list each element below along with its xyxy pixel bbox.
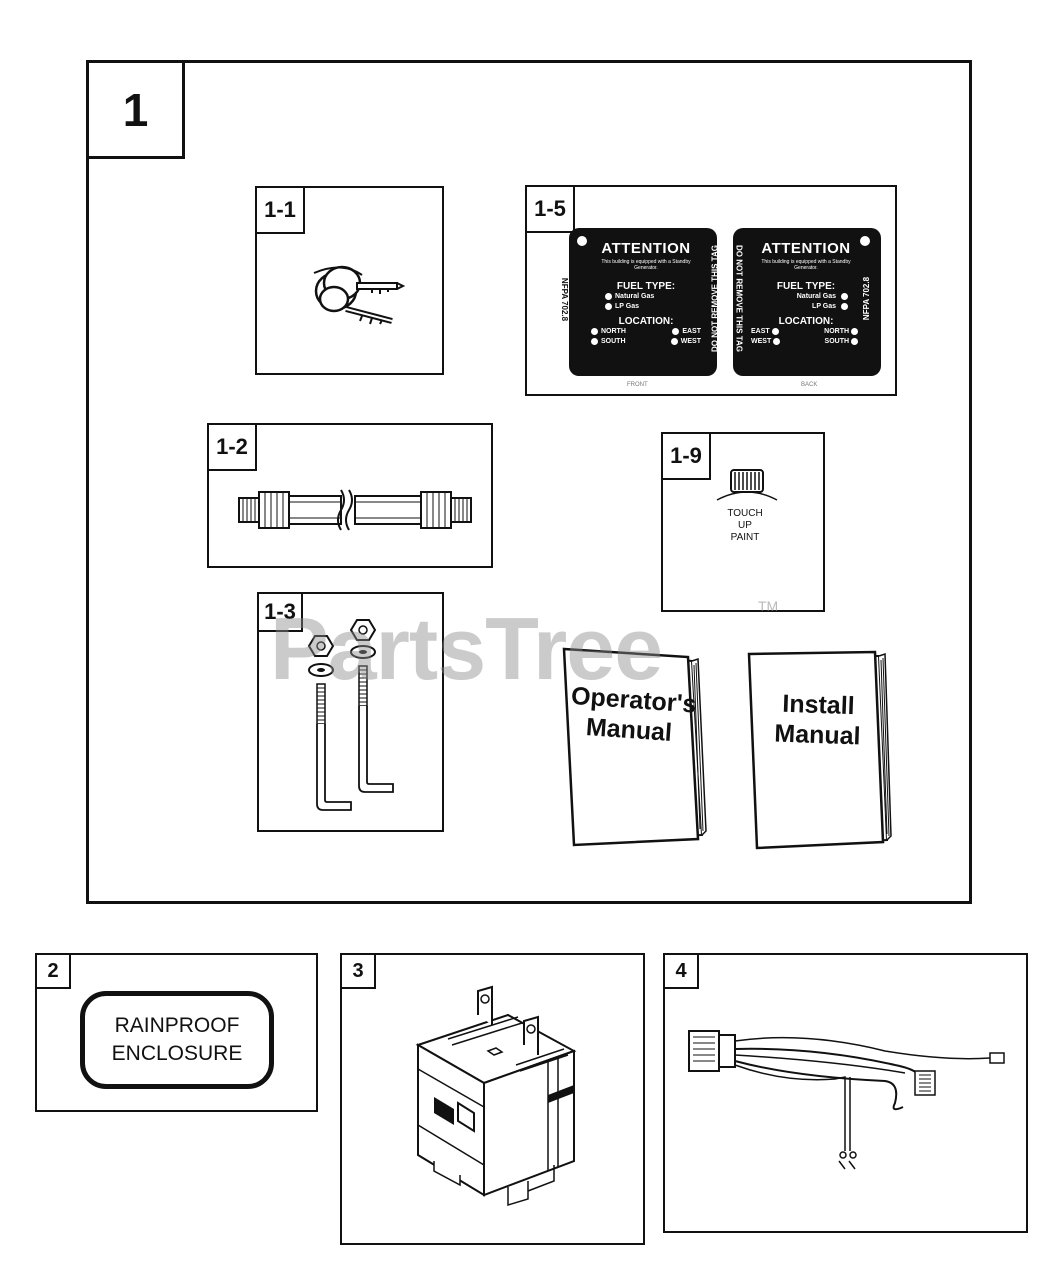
fuel-option: LP Gas [615,303,639,310]
sign-subtitle: This building is equipped with a Standby… [761,259,851,271]
sign-subtitle: This building is equipped with a Standby… [601,259,691,271]
fuel-option: Natural Gas [615,293,655,300]
part-4-label: 4 [665,955,699,989]
part-4-box[interactable]: 4 [663,953,1028,1233]
sign-title: ATTENTION [601,240,691,257]
fuel-heading: FUEL TYPE: [776,281,836,292]
nfpa-label-back: NFPA 702.8 [862,276,872,321]
part-1-3-box[interactable]: 1-3 [257,592,444,832]
manual-line: Manual [773,719,862,751]
rainproof-enclosure-label: RAINPROOF ENCLOSURE [80,991,274,1089]
location-option: SOUTH [601,338,626,345]
enclosure-text-line: ENCLOSURE [111,1042,243,1065]
part-1-9-label: 1-9 [663,434,711,480]
hole-icon [577,236,587,246]
location-option: EAST [682,328,701,335]
part-1-2-box[interactable]: 1-2 [207,423,493,568]
location-option: SOUTH [824,338,850,345]
part-1-5-label: 1-5 [527,187,575,233]
part-1-2-label: 1-2 [209,425,257,471]
part-1-3-label: 1-3 [259,594,303,632]
location-heading: LOCATION: [618,316,674,327]
paint-text-line: TOUCH [727,508,763,519]
operators-manual-book[interactable] [560,645,710,850]
wiring-harness-icon [688,1030,1005,1170]
location-option: NORTH [601,328,626,335]
watermark-tm: TM [758,598,779,614]
location-option: NORTH [824,328,850,335]
attention-sign-front: ATTENTION This building is equipped with… [569,228,720,376]
flex-hose-icon [238,489,472,531]
j-bolts-icon [307,619,394,811]
location-heading: LOCATION: [778,316,834,327]
kit-1-label: 1 [89,63,185,159]
fuel-option: Natural Gas [796,293,837,300]
install-manual-book[interactable] [745,648,895,853]
keys-icon [313,265,406,325]
part-1-9-box[interactable]: 1-9 TOUCH UP PAINT [661,432,825,612]
part-1-5-box[interactable]: 1-5 ATTENTION This building is equipped … [525,185,897,396]
hole-icon [860,236,870,246]
breaker-enclosure-icon [415,985,577,1207]
enclosure-text-line: RAINPROOF [114,1014,240,1037]
part-2-label: 2 [37,955,71,989]
location-option: WEST [751,338,772,345]
paint-bottle-icon [716,469,778,501]
part-3-box[interactable]: 3 [340,953,645,1245]
install-manual-title: Install Manual [757,688,879,752]
paint-text-line: PAINT [730,532,760,543]
tag-notice: DO NOT REMOVE THIS TAG [710,245,720,352]
fuel-option: LP Gas [812,303,837,310]
fuel-heading: FUEL TYPE: [616,281,676,292]
attention-sign-back: ATTENTION This building is equipped with… [733,228,881,376]
part-1-1-box[interactable]: 1-1 [255,186,444,375]
part-1-1-label: 1-1 [257,188,305,234]
front-caption: FRONT [627,382,648,388]
location-option: EAST [751,328,770,335]
nfpa-label-front: NFPA 702.8 [560,277,570,322]
part-3-label: 3 [342,955,376,989]
sign-title: ATTENTION [761,240,851,257]
back-caption: BACK [801,382,818,388]
tag-notice-back: DO NOT REMOVE THIS TAG [734,245,744,352]
partstree-watermark: PartsTree [270,599,663,698]
part-2-box[interactable]: 2 RAINPROOF ENCLOSURE [35,953,318,1112]
location-option: WEST [680,338,701,345]
paint-text-line: UP [738,520,752,531]
manual-line: Install [781,689,856,721]
